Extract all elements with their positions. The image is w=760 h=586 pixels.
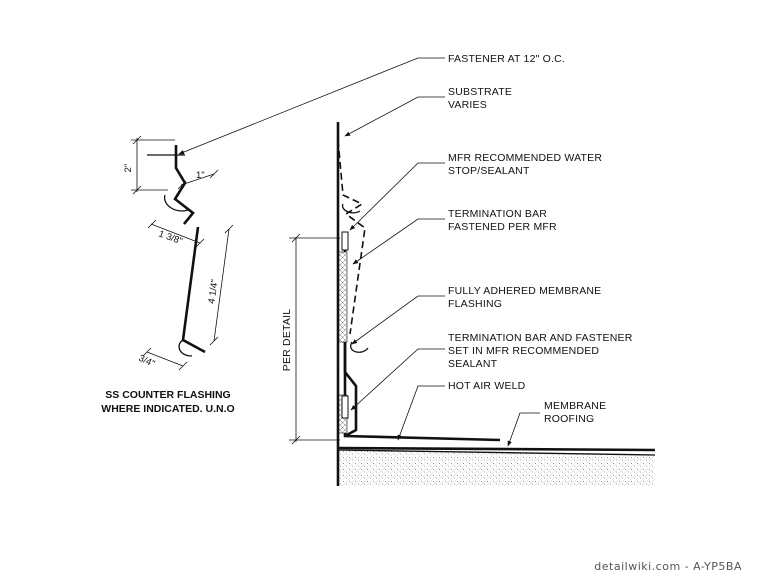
counter-flashing-hidden — [337, 139, 366, 335]
callout-hot-air-weld: HOT AIR WELD — [448, 380, 526, 392]
counter-flashing-hem — [350, 341, 369, 353]
callout-fastener: FASTENER AT 12" O.C. — [448, 53, 565, 65]
dim-1-3-8: 1 3/8" — [157, 228, 184, 247]
caption-line-2: WHERE INDICATED. U.N.O — [101, 403, 234, 415]
counter-flashing-dimensions: 2" 1" 1 3/8" 4 1/4" 3/4" — [123, 135, 234, 371]
callout-term-bar-2: FASTENED PER MFR — [448, 221, 557, 233]
sealant-strip-upper — [338, 251, 348, 343]
membrane-roofing-line — [337, 446, 656, 452]
callout-water-stop-1: MFR RECOMMENDED WATER — [448, 152, 602, 164]
dim-4-1-4: 4 1/4" — [206, 279, 220, 305]
wall-roof-section — [336, 122, 656, 486]
callout-membrane-roofing-1: MEMBRANE — [544, 400, 606, 412]
flashing-hem — [163, 194, 189, 212]
termination-bar-upper — [341, 231, 349, 251]
callout-term-bar-1: TERMINATION BAR — [448, 208, 547, 220]
callout-substrate-2: VARIES — [448, 99, 487, 111]
flashing-drip-hem — [178, 339, 193, 357]
dim-3-4: 3/4" — [137, 353, 157, 370]
counter-flashing-profile — [147, 145, 206, 357]
termination-bar-lower — [341, 395, 349, 419]
caption-line-1: SS COUNTER FLASHING — [105, 389, 230, 401]
counter-flashing-installed — [343, 342, 358, 438]
callout-term-bar-fastener-3: SEALANT — [448, 358, 498, 370]
dim-2in: 2" — [123, 164, 134, 173]
callout-membrane-flashing-1: FULLY ADHERED MEMBRANE — [448, 285, 601, 297]
callout-membrane-roofing-2: ROOFING — [544, 413, 594, 425]
roof-substrate-hatch — [338, 450, 655, 486]
callout-term-bar-fastener-2: SET IN MFR RECOMMENDED — [448, 345, 599, 357]
flashing-upper-leg — [173, 145, 195, 225]
callout-term-bar-fastener-1: TERMINATION BAR AND FASTENER — [448, 332, 633, 344]
dim-per-detail: PER DETAIL — [281, 309, 293, 372]
dim-1in: 1" — [196, 170, 205, 181]
callouts: FASTENER AT 12" O.C. SUBSTRATE VARIES MF… — [448, 53, 633, 425]
callout-water-stop-2: STOP/SEALANT — [448, 165, 530, 177]
watermark: detailwiki.com - A-YP5BA — [594, 560, 742, 573]
flashing-face — [181, 226, 206, 354]
per-detail-dimension: PER DETAIL — [281, 233, 340, 445]
callout-substrate-1: SUBSTRATE — [448, 86, 512, 98]
leader-lines — [178, 57, 540, 447]
callout-membrane-flashing-2: FLASHING — [448, 298, 502, 310]
